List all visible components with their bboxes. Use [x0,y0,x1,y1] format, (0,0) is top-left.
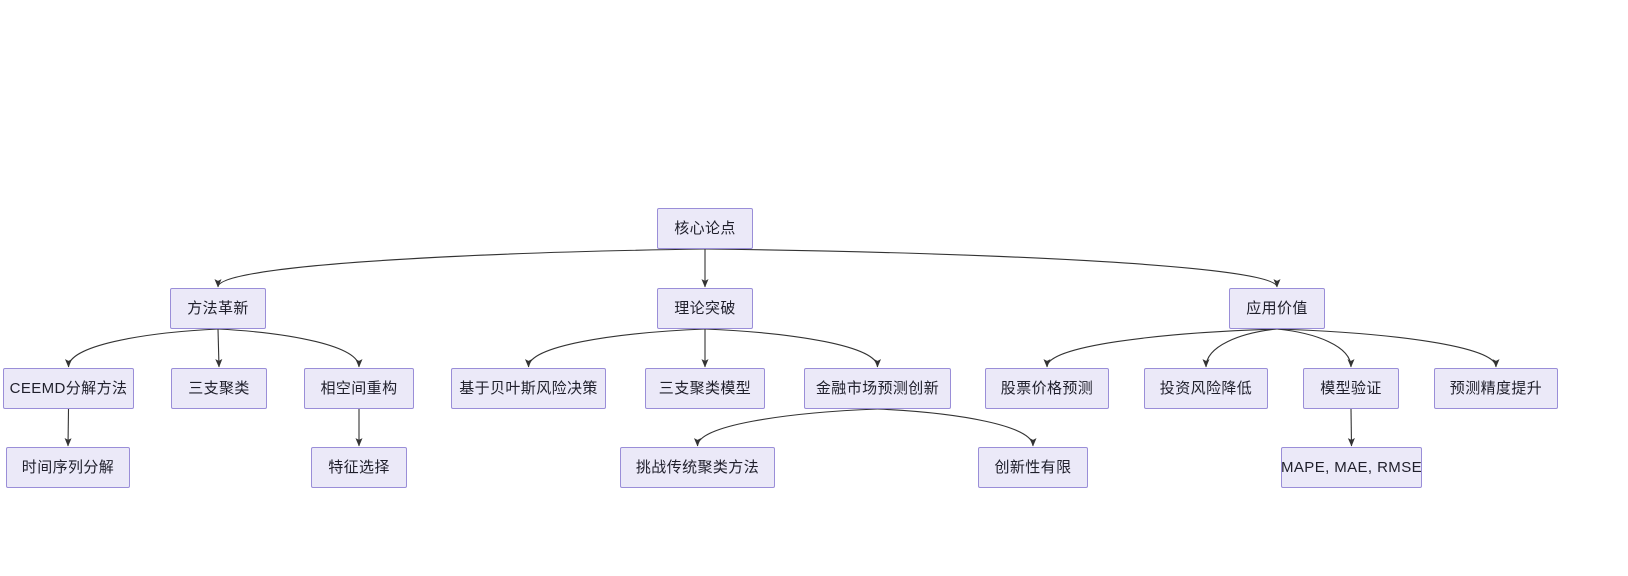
node-label: 挑战传统聚类方法 [635,459,760,476]
edge-l2b3-to-l3b3b [877,408,1037,447]
edge-l2b3-to-l3b3a [694,408,878,447]
node-label: 理论突破 [674,300,736,317]
node-label: 创新性有限 [994,459,1072,476]
node-label: MAPE, MAE, RMSE [1280,459,1423,476]
node-l1b[interactable]: 理论突破 [657,288,753,329]
edge-l1c-to-l2c4 [1276,328,1500,368]
node-label: CEEMD分解方法 [9,380,128,397]
edge-l1a-to-l2a3 [217,328,363,368]
node-l2b2[interactable]: 三支聚类模型 [645,368,765,409]
node-l2c1[interactable]: 股票价格预测 [985,368,1109,409]
node-label: 方法革新 [187,300,249,317]
node-l2a1[interactable]: CEEMD分解方法 [3,368,134,409]
node-label: 投资风险降低 [1159,380,1253,397]
node-label: 预测精度提升 [1449,380,1543,397]
node-label: 核心论点 [674,220,736,237]
node-label: 时间序列分解 [21,459,115,476]
node-l2b3[interactable]: 金融市场预测创新 [804,368,951,409]
edge-l1a-to-l2a1 [65,328,219,368]
node-l3b3a[interactable]: 挑战传统聚类方法 [620,447,775,488]
node-label: 应用价值 [1246,300,1308,317]
node-l3c3[interactable]: MAPE, MAE, RMSE [1281,447,1422,488]
edge-l1c-to-l2c2 [1202,328,1278,368]
node-l1a[interactable]: 方法革新 [170,288,266,329]
edge-root-to-l1c [704,248,1281,288]
edge-l1c-to-l2c1 [1043,328,1278,368]
node-l2c2[interactable]: 投资风险降低 [1144,368,1268,409]
node-label: 模型验证 [1320,380,1382,397]
node-label: 金融市场预测创新 [815,380,940,397]
node-l3a3[interactable]: 特征选择 [311,447,407,488]
node-l3b3b[interactable]: 创新性有限 [978,447,1088,488]
edge-l1b-to-l2b3 [704,328,881,368]
node-l1c[interactable]: 应用价值 [1229,288,1325,329]
node-l2a3[interactable]: 相空间重构 [304,368,414,409]
node-label: 三支聚类模型 [658,380,752,397]
node-l2a2[interactable]: 三支聚类 [171,368,267,409]
edge-l2a1-to-l3a1 [64,408,72,447]
node-l2c3[interactable]: 模型验证 [1303,368,1399,409]
edge-l2c3-to-l3c3 [1347,408,1355,447]
edge-l1b-to-l2b1 [525,328,706,368]
node-l2c4[interactable]: 预测精度提升 [1434,368,1558,409]
node-label: 相空间重构 [320,380,398,397]
node-label: 基于贝叶斯风险决策 [459,380,598,397]
node-l2b1[interactable]: 基于贝叶斯风险决策 [451,368,606,409]
edge-l1c-to-l2c3 [1276,328,1355,368]
edge-l1a-to-l2a2 [215,328,223,368]
node-label: 特征选择 [328,459,390,476]
edge-paths [64,248,1500,447]
edge-root-to-l1a [214,248,706,288]
node-label: 三支聚类 [188,380,250,397]
node-root[interactable]: 核心论点 [657,208,753,249]
node-label: 股票价格预测 [1000,380,1094,397]
node-l3a1[interactable]: 时间序列分解 [6,447,130,488]
